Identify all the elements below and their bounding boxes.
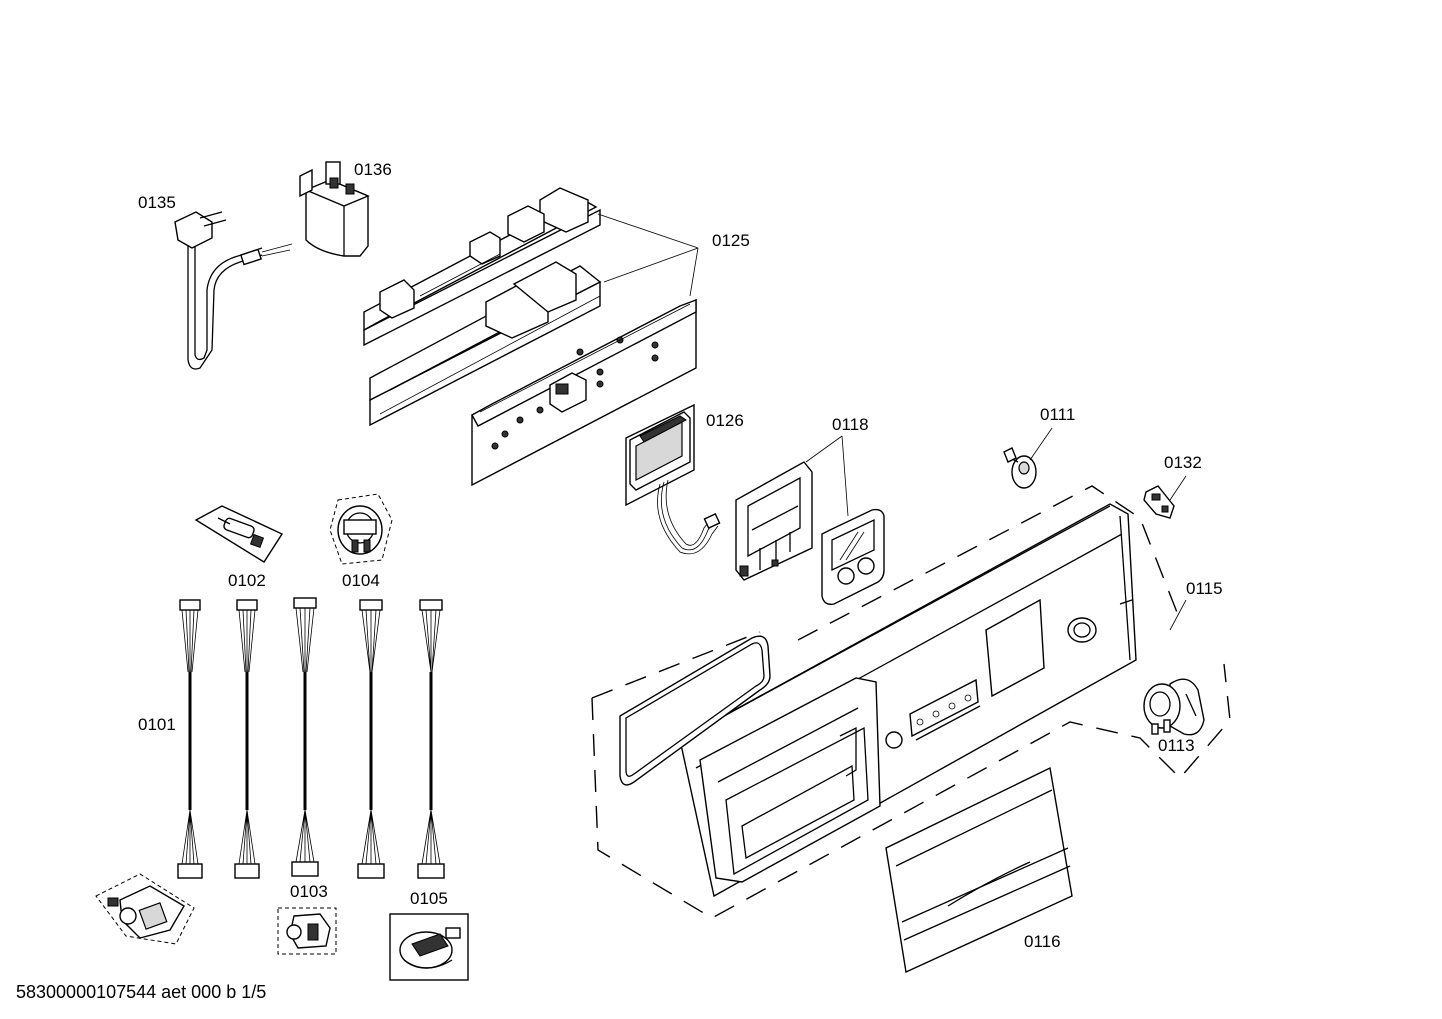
- label-0132: 0132: [1164, 453, 1202, 472]
- part-gasket: [619, 635, 771, 786]
- part-0115-control-panel: [679, 503, 1187, 898]
- assembly-outline-dashed: [591, 485, 1231, 919]
- label-0135: 0135: [138, 193, 176, 212]
- part-0136-interference-filter: [299, 161, 370, 257]
- label-0125: 0125: [712, 231, 750, 250]
- part-0113-knob: [1143, 678, 1205, 736]
- part-0105-motor: [389, 913, 469, 981]
- part-0135-power-cord: [174, 211, 293, 370]
- part-0118-display-frame: [735, 435, 885, 606]
- part-0102-sensor: [194, 505, 284, 563]
- part-0111-knob-shaft: [1003, 427, 1053, 489]
- label-0103: 0103: [290, 882, 328, 901]
- label-0118: 0118: [832, 415, 869, 434]
- part-0126-display-module: [625, 403, 721, 555]
- label-0136: 0136: [354, 160, 392, 179]
- label-0111: 0111: [1040, 405, 1075, 424]
- part-0101-wire-harnesses: [177, 597, 445, 879]
- part-valve: [95, 873, 195, 945]
- label-0113: 0113: [1158, 736, 1195, 755]
- label-0105: 0105: [410, 889, 448, 908]
- part-0104-pressure-switch: [329, 493, 393, 565]
- part-0103-actuator: [277, 907, 337, 955]
- label-0104: 0104: [342, 571, 380, 590]
- part-0125-control-module: [363, 187, 699, 487]
- part-0132-clip: [1143, 475, 1187, 519]
- label-0102: 0102: [228, 571, 266, 590]
- part-0116-drawer-front: [885, 766, 1073, 974]
- label-0115: 0115: [1186, 579, 1223, 598]
- label-0116: 0116: [1024, 932, 1061, 951]
- drawing-reference-footer: 58300000107544 aet 000 b 1/5: [16, 982, 266, 1002]
- label-0101: 0101: [138, 715, 176, 734]
- label-0126: 0126: [706, 411, 744, 430]
